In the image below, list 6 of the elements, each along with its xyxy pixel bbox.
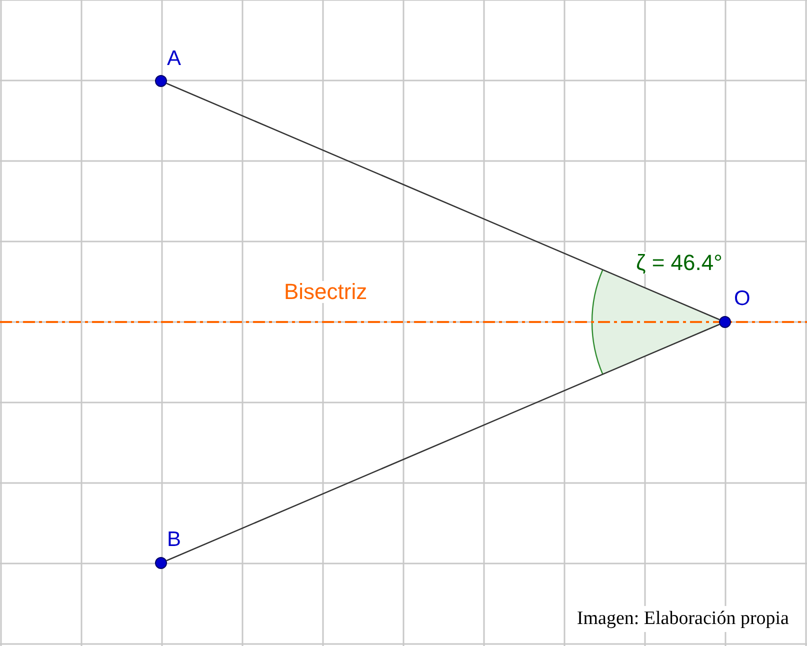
angle-label: ζ = 46.4° bbox=[634, 252, 724, 274]
line-segment bbox=[166, 324, 720, 562]
point-dot bbox=[155, 557, 167, 569]
point-dot bbox=[155, 75, 167, 87]
point-dot bbox=[719, 316, 731, 328]
line-segment bbox=[166, 82, 720, 320]
